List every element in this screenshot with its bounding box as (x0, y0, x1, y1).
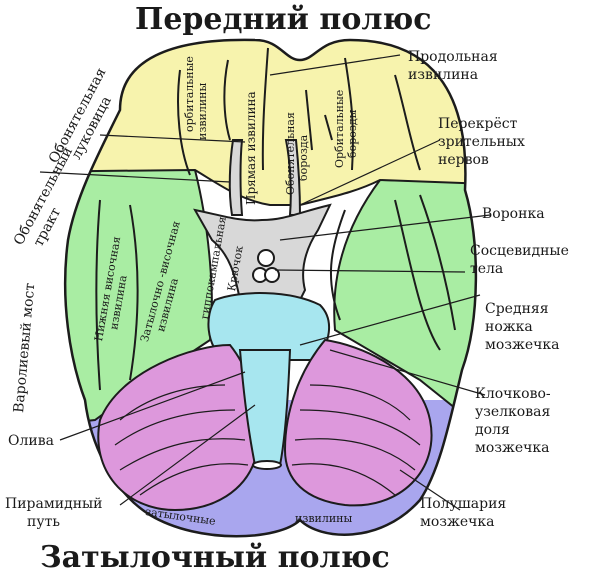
inner-orbital-grooves: Орбитальные борозды (333, 90, 359, 168)
label-line: путь (27, 514, 60, 530)
inner-orbital-gyri: орбитальные извилины (183, 56, 209, 140)
brain-outline (63, 38, 478, 538)
olfactory-tract-left (228, 139, 244, 216)
label-line: мозжечка (420, 514, 495, 530)
infundibulum (257, 249, 275, 267)
label-line: мозжечка (475, 440, 550, 456)
pons (207, 292, 331, 361)
label-line: тела (470, 261, 504, 277)
leader-lines (39, 54, 491, 511)
label-line: зрительных (438, 134, 525, 150)
label-line: узелковая (475, 404, 551, 420)
label-line: доля (475, 422, 510, 438)
label-mammillary-bodies: Сосцевидные тела (470, 242, 569, 278)
inner-olfactory-groove: Обонятельная борозда (284, 112, 310, 195)
label-line: Полушария (420, 496, 507, 512)
label-cerebellar-hemispheres: Полушария мозжечка (420, 495, 506, 531)
label-longitudinal-gyrus: Продольная извилина (408, 48, 498, 84)
label-line: извилины (196, 82, 209, 140)
label-line: Продольная (408, 49, 498, 65)
label-line: орбитальные (183, 56, 196, 132)
label-line: Сосцевидные (470, 243, 569, 259)
label-line: Воронка (482, 206, 545, 222)
label-middle-peduncle: Средняя ножка мозжечка (485, 300, 559, 354)
frontal-grooves (177, 57, 421, 176)
label-line: Пирамидный (5, 496, 103, 512)
label-line: борозда (297, 134, 310, 181)
medulla-end (252, 460, 282, 470)
label-olive: Олива (8, 433, 54, 449)
front-pole-title: Передний полюс (135, 2, 432, 37)
label-line: Орбитальные (333, 89, 346, 168)
label-line: Клочково- (475, 386, 551, 402)
longitudinal-fissure (261, 47, 269, 171)
label-infundibulum: Воронка (482, 205, 545, 223)
label-line: ножка (485, 319, 533, 335)
label-flocculonodular-lobe: Клочково- узелковая доля мозжечка (475, 385, 551, 457)
inner-straight-gyrus: Прямая извилина (244, 91, 258, 205)
label-line: Перекрёст (438, 116, 518, 132)
label-line: извилина (408, 67, 479, 83)
label-line: нервов (438, 152, 489, 168)
inner-occipital-gyri-right: извилины (295, 512, 353, 525)
label-line: Обонятельная (284, 112, 297, 195)
cerebellum-folia (114, 384, 421, 496)
label-line: Средняя (485, 301, 549, 317)
label-line: борозды (346, 109, 359, 158)
occipital-pole-title: Затылочный полюс (40, 540, 390, 575)
label-pyramidal-tract: Пирамидный путь (5, 495, 103, 531)
mammillary-body-right (264, 267, 280, 283)
label-line: мозжечка (485, 337, 560, 353)
temporal-lobe-right (333, 178, 476, 432)
label-optic-chiasm: Перекрёст зрительных нервов (438, 115, 525, 169)
